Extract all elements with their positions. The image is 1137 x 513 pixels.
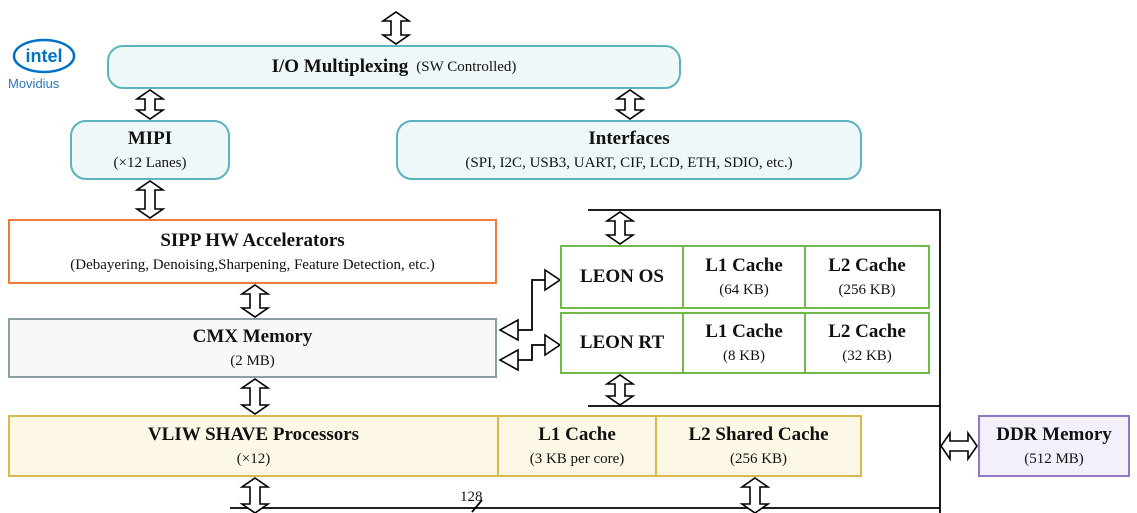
mipi-title: MIPI bbox=[127, 128, 173, 149]
io-multiplexing-note: (SW Controlled) bbox=[416, 59, 517, 75]
leon-os-l1-cache-box: L1 Cache (64 KB) bbox=[682, 245, 806, 309]
mipi-sipp-arrow bbox=[134, 180, 166, 219]
ddr-arrow bbox=[940, 430, 978, 462]
sipp-title: SIPP HW Accelerators bbox=[160, 229, 345, 251]
ddr-note: (512 MB) bbox=[1024, 451, 1084, 467]
sipp-cmx-arrow bbox=[239, 284, 271, 318]
vliw-note: (×12) bbox=[236, 451, 271, 467]
sipp-note: (Debayering, Denoising,Sharpening, Featu… bbox=[70, 256, 435, 273]
bus-line-right bbox=[588, 209, 941, 513]
cmx-vliw-arrow bbox=[239, 378, 271, 415]
leon-os-title: LEON OS bbox=[580, 266, 664, 287]
io-interfaces-arrow bbox=[614, 89, 646, 120]
interfaces-note: (SPI, I2C, USB3, UART, CIF, LCD, ETH, SD… bbox=[465, 155, 793, 171]
leon-os-l2-title: L2 Cache bbox=[828, 255, 906, 276]
movidius-logo-text: Movidius bbox=[8, 76, 60, 91]
io-mipi-arrow bbox=[134, 89, 166, 120]
leon-rt-l1-cache-box: L1 Cache (8 KB) bbox=[682, 312, 806, 374]
vliw-l2-cache-box: L2 Shared Cache (256 KB) bbox=[655, 415, 862, 477]
leon-rt-box: LEON RT bbox=[560, 312, 684, 374]
intel-logo-text: intel bbox=[25, 46, 62, 66]
vliw-shave-box: VLIW SHAVE Processors (×12) bbox=[8, 415, 499, 477]
cmx-memory-box: CMX Memory (2 MB) bbox=[8, 318, 497, 378]
cmx-title: CMX Memory bbox=[192, 326, 313, 347]
cmx-link-arrow-lower bbox=[498, 348, 519, 372]
intel-logo: intel bbox=[12, 38, 76, 74]
vliw-bottom-arrow bbox=[239, 477, 271, 513]
leon-rt-l1-size: (8 KB) bbox=[722, 348, 766, 364]
leon-rt-l1-title: L1 Cache bbox=[705, 321, 783, 342]
leon-os-l1-size: (64 KB) bbox=[719, 282, 769, 298]
interfaces-leon-arrow bbox=[604, 211, 636, 245]
leon-os-box: LEON OS bbox=[560, 245, 684, 309]
leon-rt-l2-size: (32 KB) bbox=[842, 348, 892, 364]
ddr-memory-box: DDR Memory (512 MB) bbox=[978, 415, 1130, 477]
bus-width-slash bbox=[471, 499, 483, 513]
io-top-arrow bbox=[380, 11, 412, 45]
interfaces-box: Interfaces (SPI, I2C, USB3, UART, CIF, L… bbox=[396, 120, 862, 180]
leon-bus-arrow bbox=[604, 374, 636, 406]
interfaces-title: Interfaces bbox=[588, 128, 670, 149]
vliw-l2-title: L2 Shared Cache bbox=[688, 424, 829, 445]
vliw-l1-size: (3 KB per core) bbox=[529, 451, 625, 467]
leon-os-l2-size: (256 KB) bbox=[838, 282, 896, 298]
leon-rt-link-arrow bbox=[544, 333, 562, 357]
vliw-l1-title: L1 Cache bbox=[538, 424, 616, 445]
leon-rt-title: LEON RT bbox=[579, 332, 665, 353]
sipp-box: SIPP HW Accelerators (Debayering, Denois… bbox=[8, 219, 497, 284]
mipi-box: MIPI (×12 Lanes) bbox=[70, 120, 230, 180]
leon-rt-l2-cache-box: L2 Cache (32 KB) bbox=[804, 312, 930, 374]
leon-os-l1-title: L1 Cache bbox=[705, 255, 783, 276]
ddr-title: DDR Memory bbox=[996, 424, 1112, 445]
cmx-leon-rt-link bbox=[518, 344, 545, 361]
leon-os-link-arrow bbox=[544, 268, 562, 292]
vliw-l2-size: (256 KB) bbox=[729, 451, 788, 467]
bus-width-label: 128 bbox=[460, 489, 483, 505]
cmx-note: (2 MB) bbox=[230, 353, 275, 369]
mipi-note: (×12 Lanes) bbox=[113, 155, 187, 171]
leon-os-l2-cache-box: L2 Cache (256 KB) bbox=[804, 245, 930, 309]
l2-bottom-arrow bbox=[739, 477, 771, 513]
cmx-leon-os-link bbox=[518, 279, 545, 331]
vliw-l1-cache-box: L1 Cache (3 KB per core) bbox=[497, 415, 657, 477]
leon-rt-l2-title: L2 Cache bbox=[828, 321, 906, 342]
io-multiplexing-box: I/O Multiplexing (SW Controlled) bbox=[107, 45, 681, 89]
vliw-title: VLIW SHAVE Processors bbox=[147, 424, 360, 445]
cmx-link-arrow-upper bbox=[498, 318, 519, 342]
io-multiplexing-title: I/O Multiplexing bbox=[271, 56, 409, 77]
